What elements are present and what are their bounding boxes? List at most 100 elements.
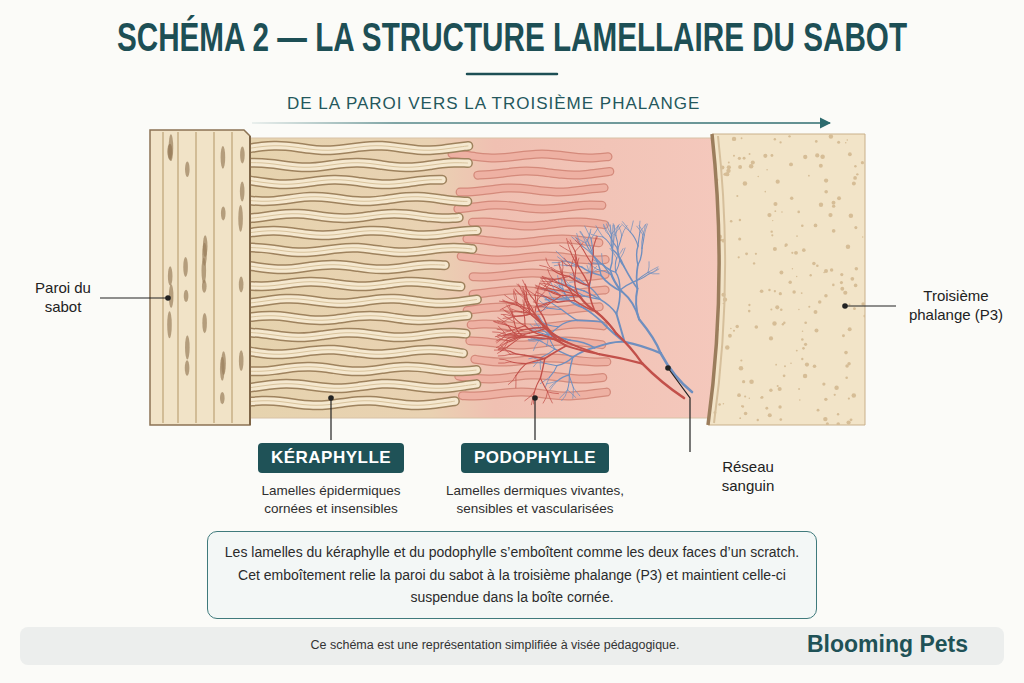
bone-pore [852, 182, 856, 186]
bone-pore [804, 343, 807, 346]
bone-pore [779, 271, 783, 275]
bone-pore [748, 310, 751, 313]
blood-vessel [580, 296, 597, 312]
blood-vessel [533, 302, 544, 304]
bone-edge [708, 134, 719, 425]
blood-vessel [534, 358, 542, 367]
bone-pore [802, 347, 805, 350]
bone-pore [770, 230, 772, 232]
bone-pore [820, 154, 825, 159]
dermal-lamella [473, 273, 605, 277]
blood-vessel [616, 236, 618, 249]
blood-network [493, 221, 692, 405]
blood-vessel [624, 267, 637, 289]
wall-tubule [168, 266, 173, 285]
note-text: Les lamelles du kéraphylle et du podophy… [224, 541, 800, 609]
blood-vessel [612, 225, 613, 236]
epidermal-lamella [250, 401, 455, 406]
blood-vessel [573, 388, 579, 396]
blood-vessel [622, 224, 631, 232]
wall-tubule [202, 313, 207, 333]
bone-pore [732, 137, 736, 141]
bone-pore [812, 262, 816, 266]
blood-vessel [566, 346, 599, 354]
blood-vessel [542, 276, 552, 281]
wall-tubule [185, 335, 190, 359]
bone-pore [834, 385, 838, 389]
blood-vessel [513, 292, 516, 305]
bone-pore [775, 305, 779, 309]
bone-pore [779, 418, 782, 421]
blood-vessel [499, 362, 511, 364]
epidermal-lamella [250, 231, 477, 236]
bone-pore [718, 403, 721, 406]
leader-dot [328, 395, 334, 401]
blood-vessel [638, 248, 642, 265]
bone-pore [790, 362, 792, 364]
blood-vessel [546, 258, 553, 270]
bone-pore [772, 220, 773, 221]
bone-pore [766, 169, 768, 171]
dermal-lamella [472, 222, 604, 226]
bone-pore [775, 364, 777, 366]
dermal-lamella [452, 154, 608, 158]
blood-vessel [601, 275, 622, 291]
dermal-lamella [478, 171, 610, 175]
blood-vessel [580, 232, 586, 243]
bone-pore [761, 396, 764, 399]
blood-vessel [540, 378, 547, 392]
bone-pore [713, 275, 717, 279]
bone-pore [751, 160, 755, 164]
bone-pore [854, 165, 856, 167]
blood-vessel [525, 297, 531, 314]
blood-vessel [510, 351, 525, 355]
bone-pore [776, 180, 780, 184]
blood-vessel [642, 235, 644, 248]
title-underline [467, 73, 557, 76]
epidermal-lamella [250, 248, 472, 253]
bone-pore [760, 289, 764, 293]
bone-pore [801, 224, 804, 227]
epidermal-lamella [250, 316, 468, 321]
part-label: Réseau sanguin [712, 458, 784, 496]
blood-vessel [553, 279, 565, 285]
bone-pore [856, 173, 858, 175]
blood-vessel [623, 222, 631, 233]
blood-vessel [648, 262, 649, 273]
bone-pore [822, 382, 825, 385]
bone-pore [847, 139, 849, 141]
part-label: Paroi du sabot [30, 279, 96, 317]
epidermal-lamella [250, 265, 445, 270]
blood-vessel [501, 346, 510, 354]
blood-vessel [610, 225, 612, 236]
blood-vessel [616, 290, 620, 313]
bone-pore [744, 395, 746, 397]
blood-vessel [600, 299, 616, 313]
bone-pore [818, 300, 822, 304]
blood-vessel [593, 237, 597, 248]
blood-vessel [575, 267, 576, 280]
wall-fiber [177, 132, 178, 423]
bone-pore [852, 393, 857, 398]
bone-pore [798, 309, 799, 310]
bone-pore [738, 157, 741, 160]
diagram-title: SCHÉMA 2 — LA STRUCTURE LAMELLAIRE DU SA… [117, 14, 907, 60]
dermal-lamella [478, 171, 610, 175]
epidermal-lamella [250, 350, 463, 355]
bone-pore [846, 244, 850, 248]
bone-pore [745, 252, 748, 255]
bone-pore [788, 135, 790, 137]
blood-vessel [589, 264, 592, 286]
bone-edge [714, 136, 725, 423]
bone-pore [850, 277, 854, 281]
bone-pore [760, 397, 762, 399]
bone-pore [723, 403, 725, 405]
epidermal-lamella [250, 299, 477, 304]
blood-vessel [567, 375, 569, 390]
wall-tubule [221, 206, 226, 220]
bone-pore [735, 325, 738, 328]
badge-description: Lamelles dermiques vivantes, sensibles e… [437, 482, 633, 517]
bone-pore [832, 204, 835, 207]
blood-vessel [565, 286, 580, 297]
bone-pore [749, 398, 750, 399]
